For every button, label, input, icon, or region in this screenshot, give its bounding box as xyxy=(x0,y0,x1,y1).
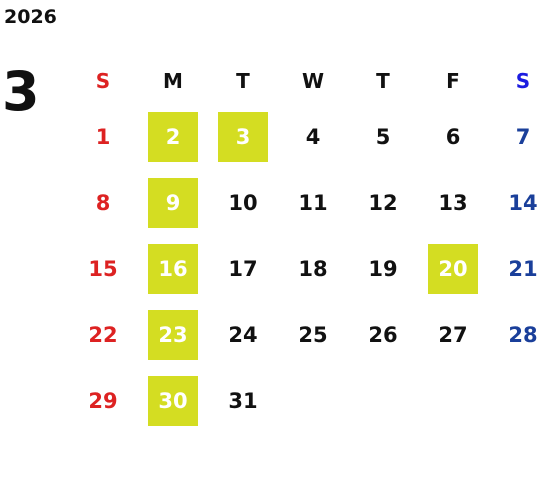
weekday-header-sunday: S xyxy=(95,69,111,93)
day-cell: 24 xyxy=(208,302,278,368)
day-cell: 21 xyxy=(488,236,548,302)
day-number: 11 xyxy=(298,191,328,215)
day-cell: 6 xyxy=(418,104,488,170)
day-number: 8 xyxy=(95,191,111,215)
day-cell: 12 xyxy=(348,170,418,236)
day-cell: 2 xyxy=(138,104,208,170)
day-cell: 1 xyxy=(68,104,138,170)
day-number: 9 xyxy=(165,191,181,215)
day-cell: 27 xyxy=(418,302,488,368)
empty-day-cell xyxy=(278,368,348,434)
weekday-header-monday: M xyxy=(163,69,183,93)
day-cell: 17 xyxy=(208,236,278,302)
day-cell: 19 xyxy=(348,236,418,302)
day-number: 17 xyxy=(228,257,258,281)
day-number: 27 xyxy=(438,323,468,347)
empty-day-cell xyxy=(488,368,548,434)
year-label: 2026 xyxy=(4,6,57,28)
day-cell: 29 xyxy=(68,368,138,434)
day-cell: 31 xyxy=(208,368,278,434)
day-number: 2 xyxy=(165,125,181,149)
day-cell: 26 xyxy=(348,302,418,368)
day-cell: 15 xyxy=(68,236,138,302)
weekday-header-wednesday: W xyxy=(301,69,325,93)
day-number: 26 xyxy=(368,323,398,347)
month-number: 3 xyxy=(2,60,40,123)
day-number: 20 xyxy=(438,257,468,281)
day-number: 31 xyxy=(228,389,258,413)
day-cell: 18 xyxy=(278,236,348,302)
day-number: 7 xyxy=(515,125,531,149)
empty-day-cell xyxy=(418,368,488,434)
day-cell: 13 xyxy=(418,170,488,236)
day-cell: 7 xyxy=(488,104,548,170)
weekday-header-tuesday: T xyxy=(236,69,250,93)
day-number: 13 xyxy=(438,191,468,215)
day-number: 14 xyxy=(508,191,538,215)
day-number: 3 xyxy=(235,125,251,149)
day-number: 24 xyxy=(228,323,258,347)
day-cell: 11 xyxy=(278,170,348,236)
day-number: 25 xyxy=(298,323,328,347)
day-cell: 22 xyxy=(68,302,138,368)
day-number: 22 xyxy=(88,323,118,347)
day-number: 23 xyxy=(158,323,188,347)
day-number: 21 xyxy=(508,257,538,281)
day-number: 6 xyxy=(445,125,461,149)
day-cell: 16 xyxy=(138,236,208,302)
weekday-header-friday: F xyxy=(446,69,460,93)
day-cell: 14 xyxy=(488,170,548,236)
day-number: 12 xyxy=(368,191,398,215)
day-cell: 23 xyxy=(138,302,208,368)
day-cell: 20 xyxy=(418,236,488,302)
day-number: 29 xyxy=(88,389,118,413)
day-number: 4 xyxy=(305,125,321,149)
day-cell: 10 xyxy=(208,170,278,236)
day-number: 28 xyxy=(508,323,538,347)
empty-day-cell xyxy=(348,368,418,434)
day-cell: 3 xyxy=(208,104,278,170)
day-number: 30 xyxy=(158,389,188,413)
day-cell: 9 xyxy=(138,170,208,236)
day-number: 19 xyxy=(368,257,398,281)
day-number: 16 xyxy=(158,257,188,281)
day-cell: 30 xyxy=(138,368,208,434)
day-cell: 8 xyxy=(68,170,138,236)
day-number: 5 xyxy=(375,125,391,149)
day-number: 10 xyxy=(228,191,258,215)
day-cell: 5 xyxy=(348,104,418,170)
day-cell: 28 xyxy=(488,302,548,368)
day-number: 18 xyxy=(298,257,328,281)
day-cell: 4 xyxy=(278,104,348,170)
day-number: 1 xyxy=(95,125,111,149)
weekday-header-thursday: T xyxy=(376,69,390,93)
day-number: 15 xyxy=(88,257,118,281)
day-cell: 25 xyxy=(278,302,348,368)
weekday-header-saturday: S xyxy=(515,69,531,93)
